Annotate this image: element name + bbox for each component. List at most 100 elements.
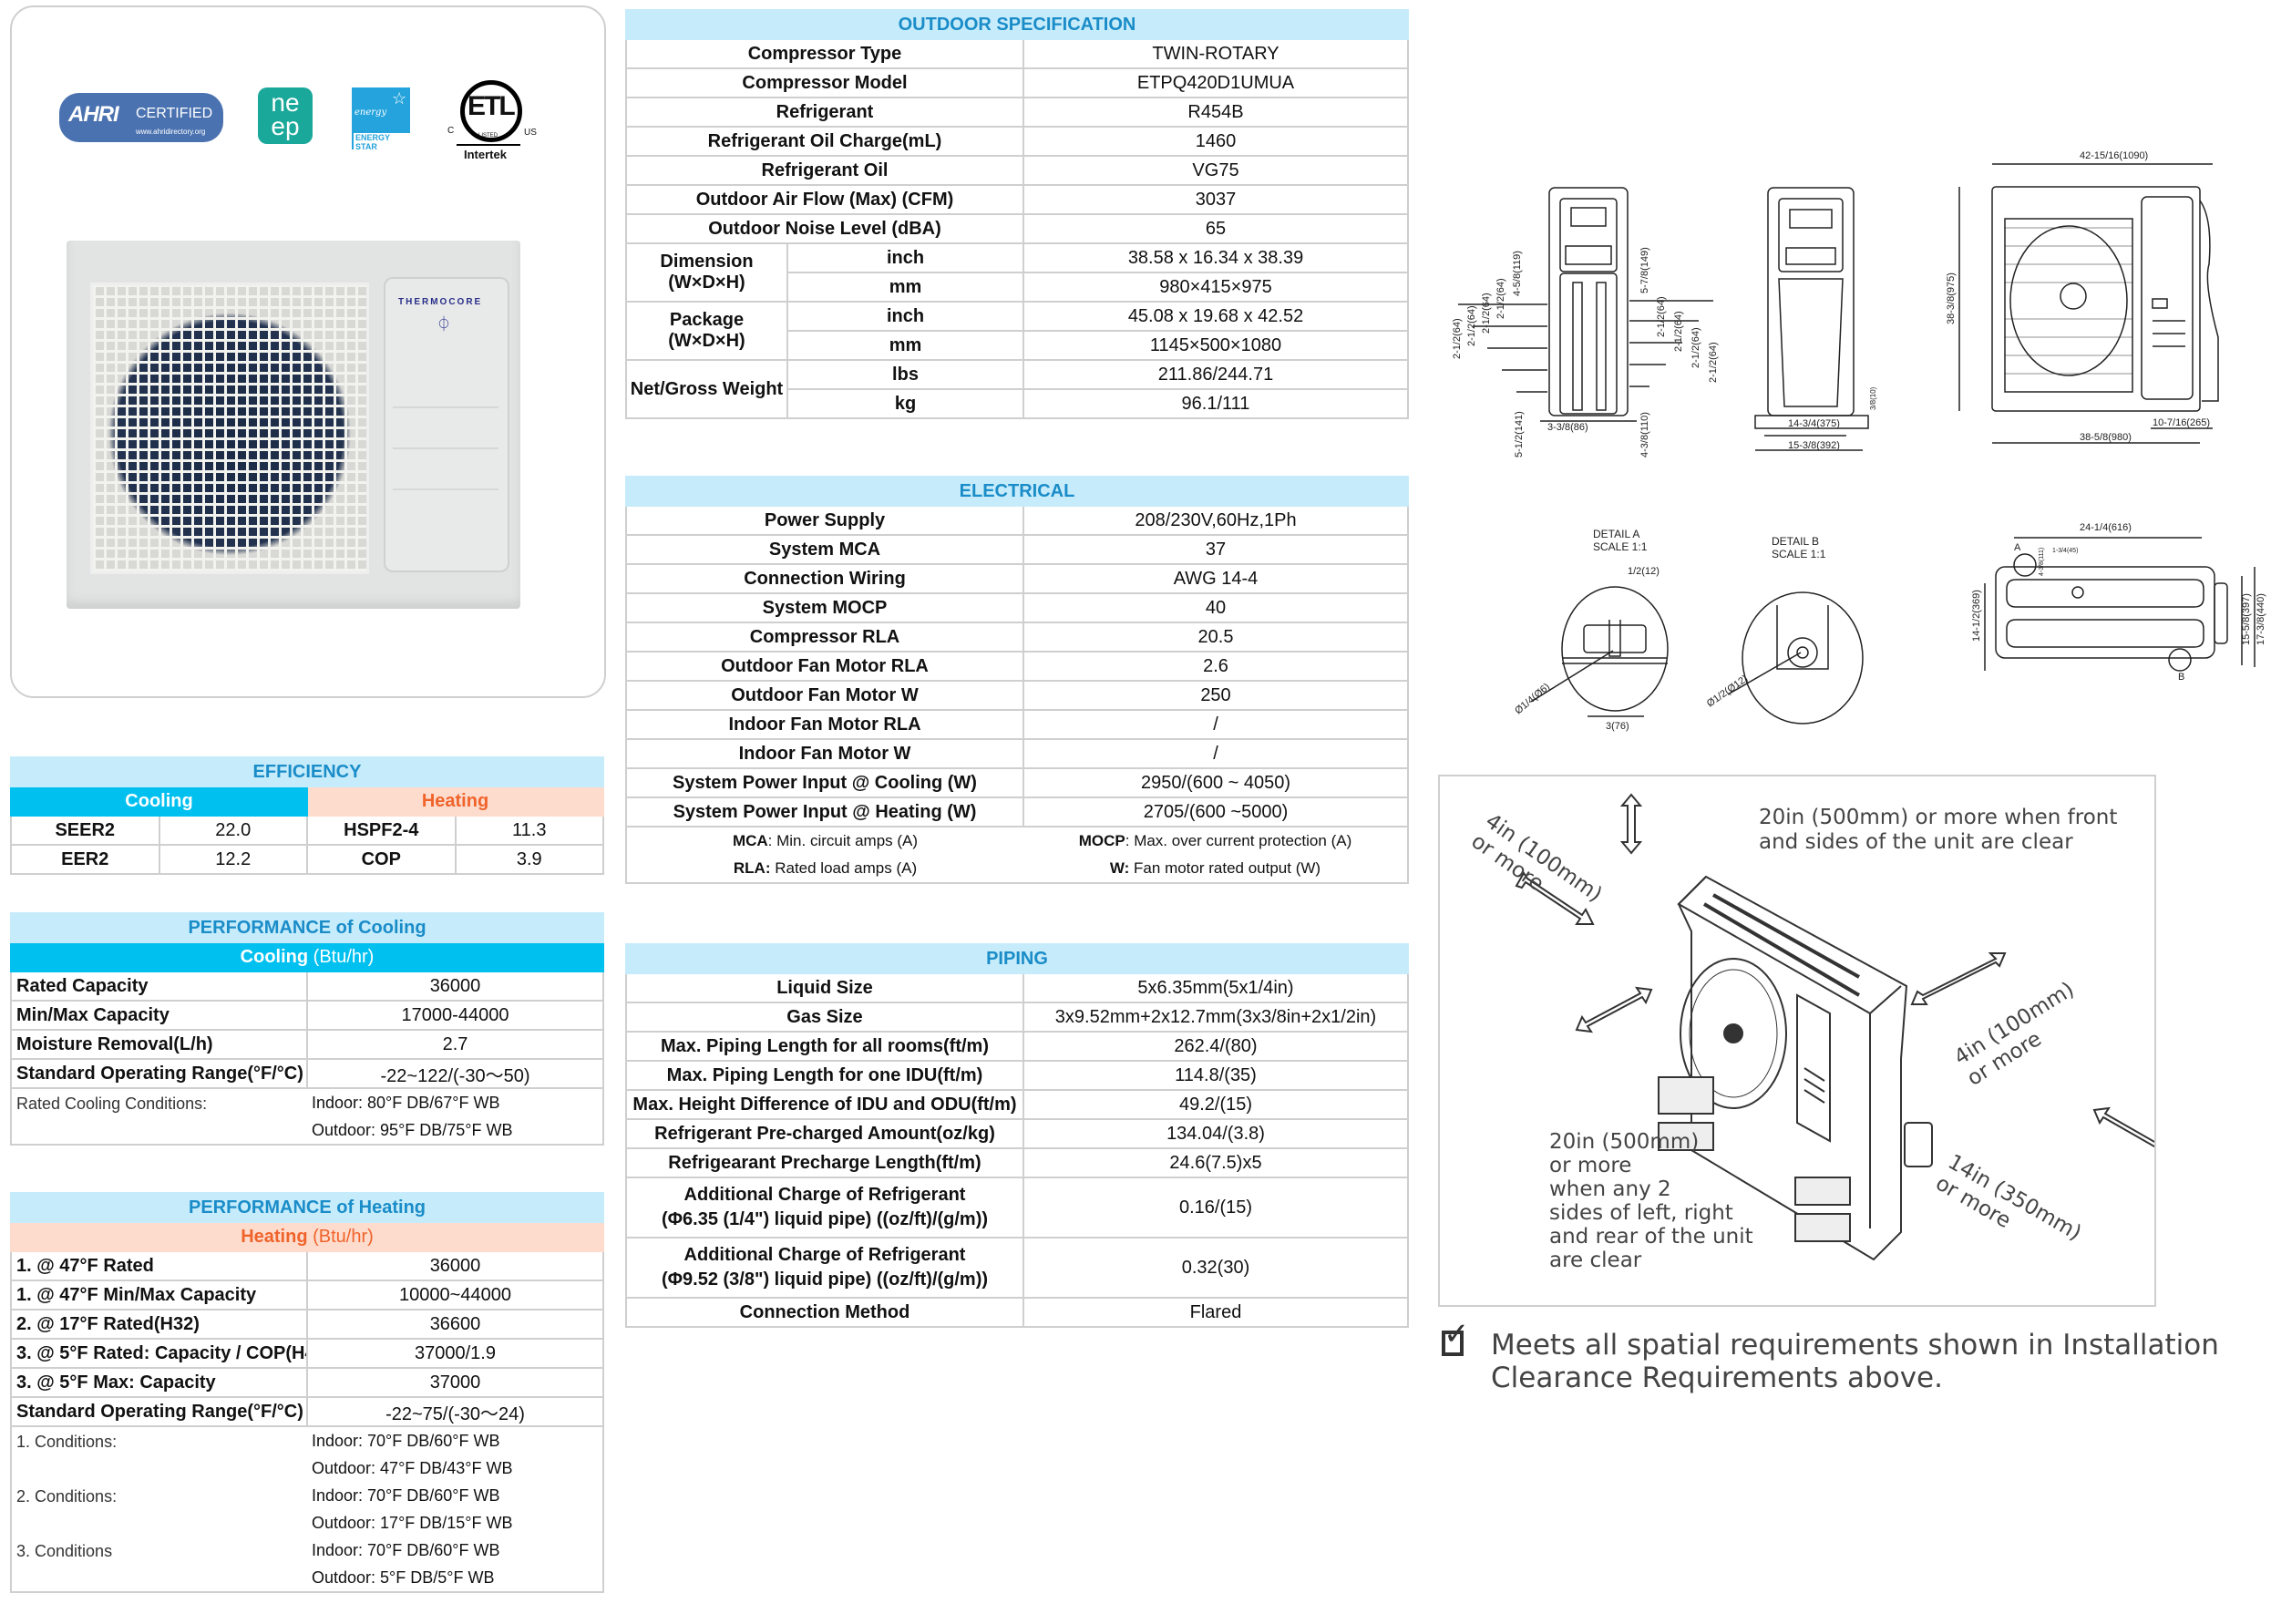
row-label-line1: Additional Charge of Refrigerant (683, 1185, 966, 1205)
package-label-line1: Package (669, 310, 745, 330)
metric-label: COP (306, 844, 457, 875)
note-rla: RLA: Rated load amps (A) (625, 855, 1023, 884)
row-value: 65 (1022, 213, 1409, 244)
row-value: 17000-44000 (306, 1000, 604, 1031)
note-text: : Max. over current protection (A) (1125, 832, 1352, 849)
row-label: System Power Input @ Cooling (W) (625, 767, 1024, 798)
row-value: 5x6.35mm(5x1/4in) (1022, 972, 1409, 1003)
row-value: Flared (1022, 1297, 1409, 1328)
dim-label: 5-7/8(149) (1639, 247, 1650, 293)
row-label: Additional Charge of Refrigerant(Φ9.52 (… (625, 1237, 1024, 1299)
indoor-condition: Indoor: 70°F DB/60°F WB (307, 1482, 604, 1509)
row-value: 36600 (306, 1309, 604, 1340)
dim-label: 2-1/2(64) (1656, 296, 1667, 337)
row-label: 1. @ 47°F Rated (10, 1250, 308, 1281)
note-mocp: MOCP: Max. over current protection (A) (1023, 827, 1409, 855)
fan-grille (90, 283, 369, 574)
heating-unit-band: Heating (Btu/hr) (10, 1221, 604, 1252)
dim-label: 2-1/2(64) (1481, 293, 1492, 334)
rear-view-drawing (1754, 187, 1869, 451)
row-value: 1460 (1022, 126, 1409, 157)
note-abbr: MCA (732, 832, 768, 849)
energy-star-logo: energy ☆ ENERGY STAR (352, 87, 410, 151)
row-label: Max. Piping Length for one IDU(ft/m) (625, 1060, 1024, 1091)
band-unit: (Btu/hr) (313, 1226, 374, 1247)
detail-b-drawing (1727, 591, 1864, 725)
text-line: when any 2 (1549, 1177, 1671, 1201)
row-label: Additional Charge of Refrigerant (Φ6.35 (… (625, 1177, 1024, 1239)
dim-label: Ø1/4(Ø6) (1513, 682, 1552, 717)
note-w: W: Fan motor rated output (W) (1023, 855, 1409, 884)
indoor-condition: Indoor: 70°F DB/60°F WB (307, 1537, 604, 1564)
detail-a-marker: A (2014, 542, 2021, 553)
energy-star-label: ENERGY STAR (354, 133, 410, 151)
table-row: SEER2 22.0 HSPF2-4 11.3 (10, 815, 604, 846)
row-value: / (1022, 709, 1409, 740)
metric-value: 22.0 (158, 815, 308, 846)
detail-a-drawing (1530, 586, 1669, 717)
row-label: Power Supply (625, 505, 1024, 536)
row-label: Moisture Removal(L/h) (10, 1029, 308, 1060)
row-label: Outdoor Fan Motor W (625, 680, 1024, 711)
conditions-label: 1. Conditions: (10, 1426, 307, 1482)
performance-cooling-table: PERFORMANCE of Cooling Cooling (Btu/hr) … (10, 912, 604, 1146)
table-row: Refrigerant Pre-charged Amount(oz/kg)134… (625, 1118, 1409, 1149)
table-row: Indoor Fan Motor RLA/ (625, 709, 1409, 740)
table-row: Max. Height Difference of IDU and ODU(ft… (625, 1089, 1409, 1120)
dim-label: 14-1/2(369) (1971, 590, 1982, 642)
row-value: 980×415×975 (1022, 272, 1409, 303)
row-value: 2950/(600 ~ 4050) (1022, 767, 1409, 798)
band-label: Cooling (240, 946, 309, 967)
package-label-line2: (W×D×H) (668, 331, 745, 351)
unit-label: mm (786, 330, 1024, 361)
table-row: Indoor Fan Motor W/ (625, 738, 1409, 769)
table-row: 2. @ 17°F Rated(H32)36600 (10, 1309, 604, 1340)
etl-c-text: C (447, 126, 455, 136)
front-view-drawing (1958, 163, 2219, 444)
row-label: Connection Method (625, 1297, 1024, 1328)
weight-label: Net/Gross Weight (625, 359, 788, 419)
note-abbr: W: (1109, 859, 1130, 877)
band-label: Heating (241, 1226, 308, 1247)
detail-a-scale: SCALE 1:1 (1593, 540, 1648, 553)
efficiency-title: EFFICIENCY (10, 756, 604, 787)
note-abbr: MOCP (1078, 832, 1125, 849)
star-icon: ☆ (392, 89, 407, 108)
unit-label: inch (786, 242, 1024, 273)
row-value: -22~75/(-30～24) (306, 1396, 604, 1427)
table-row: Max. Piping Length for all rooms(ft/m)26… (625, 1031, 1409, 1062)
outdoor-unit-photo: THERMOCORE ⏀ (67, 241, 520, 609)
text-line: Clearance Requirements above. (1491, 1362, 1943, 1394)
dim-label: 2-1/2(64) (1495, 278, 1506, 319)
row-label: Liquid Size (625, 972, 1024, 1003)
clearance-top-text: 20in (500mm) or more when front and side… (1759, 806, 2117, 855)
performance-heating-title: PERFORMANCE of Heating (10, 1192, 604, 1223)
electrical-title: ELECTRICAL (625, 476, 1409, 507)
text-line: sides of left, right (1549, 1201, 1733, 1225)
table-row: Additional Charge of Refrigerant(Φ9.52 (… (625, 1237, 1409, 1299)
dim-label: 14-3/4(375) (1788, 418, 1840, 429)
note-text: : Min. circuit amps (A) (767, 832, 919, 849)
performance-heating-table: PERFORMANCE of Heating Heating (Btu/hr) … (10, 1192, 604, 1593)
row-value: ETPQ420D1UMUA (1022, 67, 1409, 98)
dim-label: 38-3/8(975) (1946, 272, 1957, 324)
row-label: 3. @ 5°F Max: Capacity (10, 1367, 308, 1398)
indoor-condition: Indoor: 70°F DB/60°F WB (307, 1426, 604, 1454)
row-label-line2: (Φ6.35 (1/4") liquid pipe) ((oz/ft)/(g/m… (661, 1209, 989, 1229)
row-value: 250 (1022, 680, 1409, 711)
dimension-label-line1: Dimension (660, 252, 754, 272)
efficiency-table: EFFICIENCY Cooling Heating SEER2 22.0 HS… (10, 756, 604, 875)
